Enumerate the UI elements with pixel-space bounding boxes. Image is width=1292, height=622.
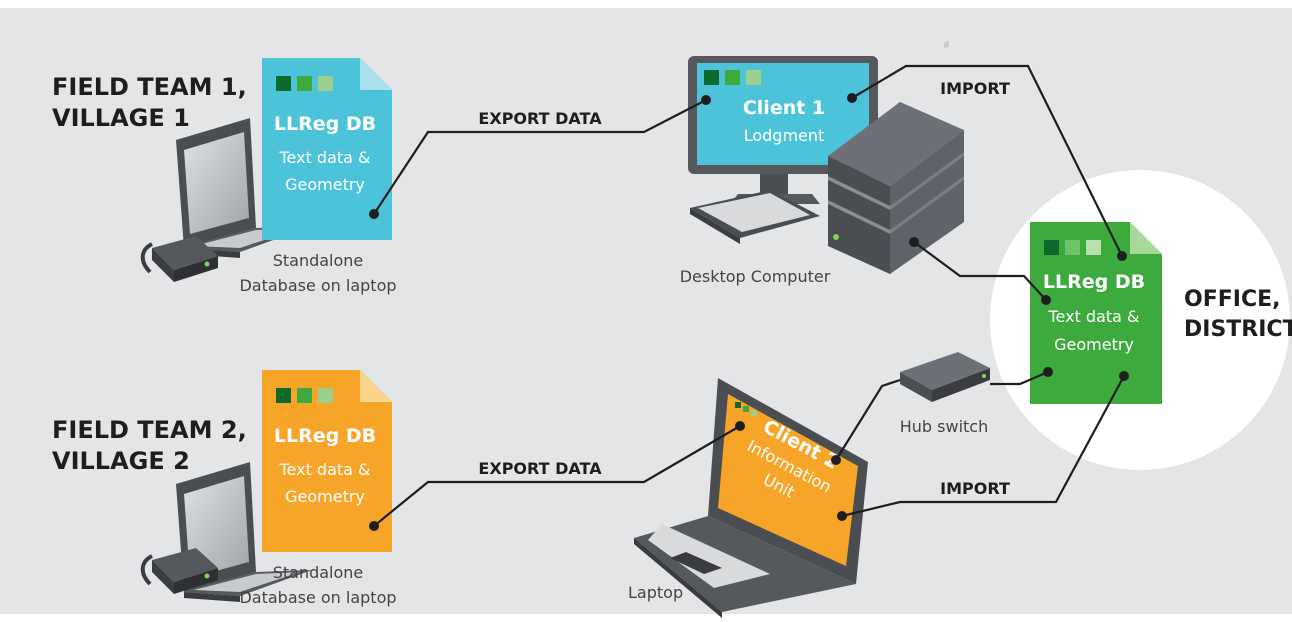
laptop-import-line bbox=[841, 375, 1125, 518]
office-title-line1: OFFICE, bbox=[1184, 287, 1280, 312]
connector-dots bbox=[369, 93, 1129, 531]
team1-export-line bbox=[373, 99, 707, 215]
laptop-caption: Laptop bbox=[628, 583, 683, 602]
doc-square-light bbox=[751, 410, 757, 416]
team2-caption-line1: Standalone bbox=[273, 563, 364, 582]
doc-square-dark bbox=[704, 70, 719, 85]
team2-title-line1: FIELD TEAM 2, bbox=[52, 416, 247, 444]
team1-doc-title: LLReg DB bbox=[274, 113, 376, 135]
connectors bbox=[373, 64, 1125, 527]
team2-doc-line1: Text data & bbox=[278, 460, 370, 479]
office-doc-title: LLReg DB bbox=[1043, 271, 1145, 293]
doc-square-dark bbox=[1044, 240, 1059, 255]
doc-square-mid bbox=[743, 406, 749, 412]
laptop-to-hub-line bbox=[835, 378, 901, 461]
team2-database-doc: LLReg DB Text data & Geometry bbox=[262, 370, 392, 552]
doc-square-mid bbox=[725, 70, 740, 85]
desktop-tower-icon bbox=[828, 102, 964, 274]
office-database-doc: LLReg DB Text data & Geometry bbox=[1030, 222, 1162, 404]
tower-to-office-line bbox=[913, 241, 1047, 301]
doc-square-dark bbox=[276, 388, 291, 403]
desktop-client-sub: Lodgment bbox=[744, 126, 825, 145]
team1-caption-line1: Standalone bbox=[273, 251, 364, 270]
office-title-line2: DISTRICT bbox=[1184, 317, 1292, 342]
team2-title-line2: VILLAGE 2 bbox=[52, 447, 190, 475]
team2-export-label: EXPORT DATA bbox=[478, 459, 602, 478]
doc-square-light bbox=[318, 76, 333, 91]
desktop-caption: Desktop Computer bbox=[680, 267, 831, 286]
team1-doc-line2: Geometry bbox=[285, 175, 365, 194]
team2-doc-line2: Geometry bbox=[285, 487, 365, 506]
hub-to-office-line bbox=[990, 370, 1049, 386]
keyboard-icon bbox=[690, 190, 820, 244]
team1-database-doc: LLReg DB Text data & Geometry bbox=[262, 58, 392, 240]
doc-square-mid bbox=[297, 76, 312, 91]
desktop-import-label: IMPORT bbox=[940, 79, 1010, 98]
team1-title-line2: VILLAGE 1 bbox=[52, 104, 190, 132]
desktop-import-line bbox=[851, 64, 1123, 257]
hub-switch-icon bbox=[900, 40, 990, 402]
doc-square-light bbox=[746, 70, 761, 85]
team2-caption-line2: Database on laptop bbox=[239, 588, 396, 607]
client2-laptop-icon: Client 2 Information Unit bbox=[634, 378, 868, 618]
doc-square-mid bbox=[1065, 240, 1080, 255]
doc-square-dark bbox=[276, 76, 291, 91]
team1-doc-line1: Text data & bbox=[278, 148, 370, 167]
doc-square-light bbox=[318, 388, 333, 403]
doc-square-dark bbox=[735, 402, 741, 408]
office-doc-line2: Geometry bbox=[1054, 335, 1134, 354]
team1-export-label: EXPORT DATA bbox=[478, 109, 602, 128]
team1-caption-line2: Database on laptop bbox=[239, 276, 396, 295]
team2-hard-drive-icon bbox=[140, 548, 218, 594]
laptop-import-label: IMPORT bbox=[940, 479, 1010, 498]
hub-caption: Hub switch bbox=[900, 417, 989, 436]
team2-doc-title: LLReg DB bbox=[274, 425, 376, 447]
desktop-client-title: Client 1 bbox=[743, 97, 825, 119]
doc-square-light bbox=[1086, 240, 1101, 255]
team1-hard-drive-icon bbox=[140, 236, 218, 282]
doc-square-mid bbox=[297, 388, 312, 403]
team1-title-line1: FIELD TEAM 1, bbox=[52, 73, 247, 101]
team2-export-line bbox=[373, 425, 741, 527]
office-doc-line1: Text data & bbox=[1047, 307, 1139, 326]
